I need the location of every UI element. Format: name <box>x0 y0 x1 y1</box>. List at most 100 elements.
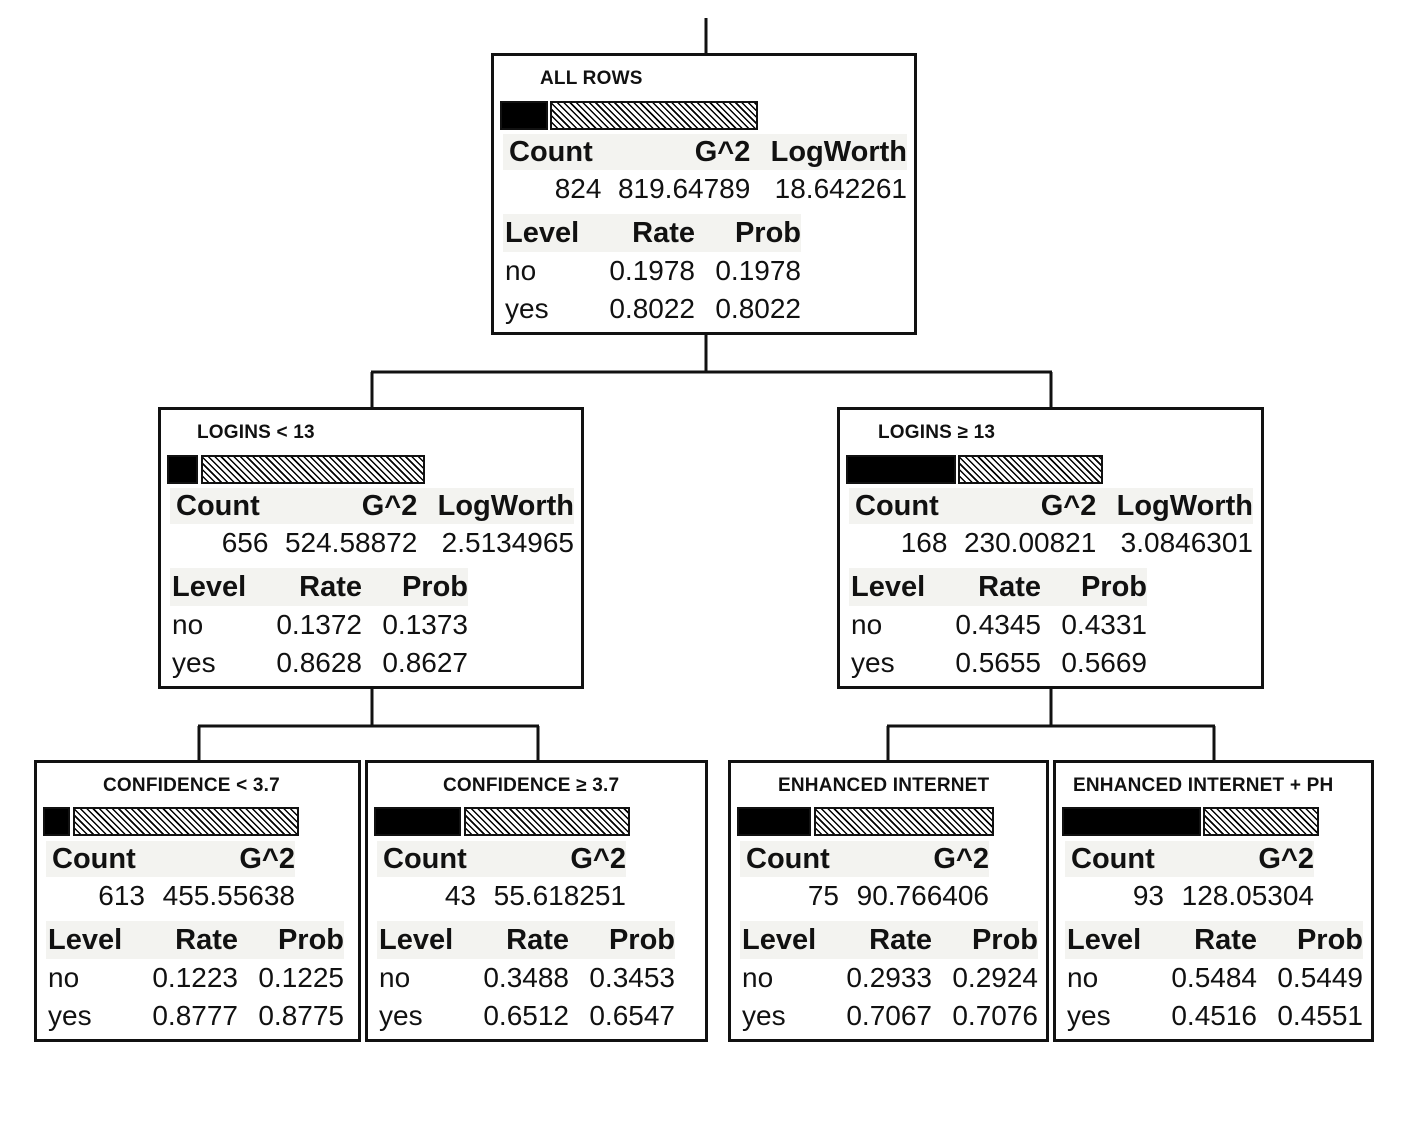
g2-header: G^2 <box>476 841 626 877</box>
node-title: CONFIDENCE < 3.7 <box>103 775 280 796</box>
count-header: Count <box>46 841 145 877</box>
prob-header: Prob <box>569 921 675 959</box>
level-name: no <box>379 962 411 993</box>
rate-value: 0.8022 <box>609 293 695 324</box>
logworth-value: 3.0846301 <box>1120 527 1253 558</box>
prob-value: 0.8775 <box>258 1000 344 1031</box>
response-bar-yes <box>464 807 630 836</box>
prob-value: 0.5669 <box>1061 647 1147 678</box>
count-header: Count <box>503 134 602 170</box>
response-bar-yes <box>1203 807 1319 836</box>
prob-value: 0.1373 <box>382 609 468 640</box>
prob-header: Prob <box>932 921 1038 959</box>
level-name: yes <box>742 1000 786 1031</box>
rate-value: 0.4516 <box>1171 1000 1257 1031</box>
level-name: yes <box>851 647 895 678</box>
g2-header: G^2 <box>268 488 418 524</box>
prob-value: 0.4331 <box>1061 609 1147 640</box>
prob-header: Prob <box>238 921 344 959</box>
count-header: Count <box>849 488 948 524</box>
level-table: Level Rate Prob no 0.3488 0.3453 yes 0.6… <box>377 921 675 1035</box>
count-value: 168 <box>900 527 948 558</box>
rate-value: 0.7067 <box>846 1000 932 1031</box>
node-title: CONFIDENCE ≥ 3.7 <box>443 775 620 796</box>
level-name: yes <box>1067 1000 1111 1031</box>
level-name: yes <box>505 293 549 324</box>
prob-value: 0.3453 <box>589 962 675 993</box>
rate-header: Rate <box>136 921 238 959</box>
level-table: Level Rate Prob no 0.5484 0.5449 yes 0.4… <box>1065 921 1363 1035</box>
prob-header: Prob <box>1041 568 1147 606</box>
level-table: Level Rate Prob no 0.1978 0.1978 yes 0.8… <box>503 214 801 328</box>
level-name: no <box>48 962 80 993</box>
response-bar-no <box>374 807 461 836</box>
g2-header: G^2 <box>947 488 1097 524</box>
rate-header: Rate <box>593 214 695 252</box>
response-bar-no <box>737 807 811 836</box>
rate-value: 0.5484 <box>1171 962 1257 993</box>
g2-header: G^2 <box>601 134 751 170</box>
count-header: Count <box>740 841 839 877</box>
level-header: Level <box>170 568 260 606</box>
prob-value: 0.7076 <box>952 1000 1038 1031</box>
g2-value: 524.58872 <box>284 527 418 558</box>
rate-header: Rate <box>260 568 362 606</box>
g2-header: G^2 <box>1164 841 1314 877</box>
rate-header: Rate <box>467 921 569 959</box>
node-title: LOGINS ≥ 13 <box>878 422 996 443</box>
prob-header: Prob <box>1257 921 1363 959</box>
g2-value: 819.64789 <box>617 173 751 204</box>
level-name: no <box>172 609 204 640</box>
node-logins-lt-13[interactable]: LOGINS < 13 Count G^2 LogWorth 656 524.5… <box>158 407 584 689</box>
count-value: 656 <box>221 527 269 558</box>
rate-value: 0.3488 <box>483 962 569 993</box>
count-value: 43 <box>444 880 476 911</box>
g2-value: 90.766406 <box>856 880 989 911</box>
rate-header: Rate <box>1155 921 1257 959</box>
node-confidence-ge-3-7[interactable]: CONFIDENCE ≥ 3.7 Count G^2 43 55.618251 … <box>365 760 708 1042</box>
node-enhanced-internet[interactable]: ENHANCED INTERNET Count G^2 75 90.766406… <box>728 760 1049 1042</box>
rate-value: 0.8777 <box>152 1000 238 1031</box>
response-bar-yes <box>814 807 994 836</box>
node-all-rows[interactable]: ALL ROWS Count G^2 LogWorth 824 819.6478… <box>491 53 917 335</box>
level-name: no <box>505 255 537 286</box>
count-header: Count <box>170 488 269 524</box>
response-bar-yes <box>550 101 758 130</box>
logworth-header: LogWorth <box>1096 488 1253 524</box>
rate-value: 0.2933 <box>846 962 932 993</box>
node-enhanced-internet-ph[interactable]: ENHANCED INTERNET + PH Count G^2 93 128.… <box>1053 760 1374 1042</box>
rate-value: 0.1372 <box>276 609 362 640</box>
logworth-header: LogWorth <box>750 134 907 170</box>
logworth-header: LogWorth <box>417 488 574 524</box>
g2-header: G^2 <box>145 841 295 877</box>
prob-value: 0.5449 <box>1277 962 1363 993</box>
response-bar-yes <box>958 455 1103 484</box>
level-header: Level <box>1065 921 1155 959</box>
prob-header: Prob <box>695 214 801 252</box>
node-confidence-lt-3-7[interactable]: CONFIDENCE < 3.7 Count G^2 613 455.55638… <box>34 760 361 1042</box>
prob-header: Prob <box>362 568 468 606</box>
level-name: no <box>851 609 883 640</box>
prob-value: 0.4551 <box>1277 1000 1363 1031</box>
prob-value: 0.8627 <box>382 647 468 678</box>
node-title: LOGINS < 13 <box>197 422 315 443</box>
prob-value: 0.2924 <box>952 962 1038 993</box>
logworth-value: 2.5134965 <box>441 527 574 558</box>
node-title: ENHANCED INTERNET + PH <box>1073 775 1334 796</box>
g2-header: G^2 <box>839 841 989 877</box>
g2-value: 128.05304 <box>1181 880 1314 911</box>
level-name: yes <box>172 647 216 678</box>
node-logins-ge-13[interactable]: LOGINS ≥ 13 Count G^2 LogWorth 168 230.0… <box>837 407 1264 689</box>
level-name: no <box>742 962 774 993</box>
prob-value: 0.6547 <box>589 1000 675 1031</box>
g2-value: 55.618251 <box>493 880 626 911</box>
prob-value: 0.1225 <box>258 962 344 993</box>
level-header: Level <box>46 921 136 959</box>
response-bar-yes <box>73 807 299 836</box>
level-name: yes <box>48 1000 92 1031</box>
level-header: Level <box>849 568 939 606</box>
prob-value: 0.1978 <box>715 255 801 286</box>
level-table: Level Rate Prob no 0.1372 0.1373 yes 0.8… <box>170 568 468 682</box>
response-bar-no <box>500 101 548 130</box>
